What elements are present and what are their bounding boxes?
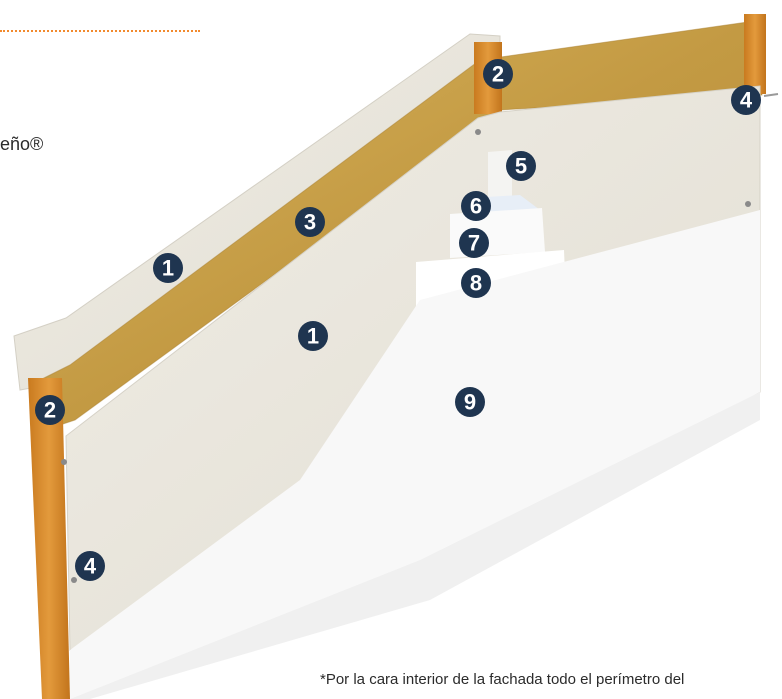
- screw-icon: [61, 459, 67, 465]
- label-number: 9: [464, 390, 476, 415]
- label-number: 2: [492, 62, 504, 87]
- label-number: 6: [470, 194, 482, 219]
- label-number: 8: [470, 271, 482, 296]
- label-number: 5: [515, 154, 527, 179]
- screw-icon: [475, 129, 481, 135]
- label-number: 4: [84, 554, 97, 579]
- label-badge-5: 5: [506, 151, 536, 181]
- label-badge-4a: 4: [731, 85, 761, 115]
- orange-dotted-rule: [0, 30, 200, 32]
- screw-icon: [71, 577, 77, 583]
- label-badge-4b: 4: [75, 551, 105, 581]
- right-edge-timber: [744, 14, 766, 94]
- insulation-layer: [40, 20, 762, 430]
- white-finish-layer: [70, 210, 760, 699]
- label-badge-7: 7: [459, 228, 489, 258]
- left-timber-stud: [28, 378, 70, 699]
- label-number: 3: [304, 210, 316, 235]
- label-badge-1b: 1: [298, 321, 328, 351]
- label-number: 4: [740, 88, 753, 113]
- product-name-fragment: eño®: [0, 134, 44, 154]
- label-badge-2a: 2: [483, 59, 513, 89]
- screw-icon: [745, 201, 751, 207]
- label-badge-6: 6: [461, 191, 491, 221]
- label-badge-1a: 1: [153, 253, 183, 283]
- label-number: 1: [307, 324, 319, 349]
- label-number: 1: [162, 256, 174, 281]
- label-number: 2: [44, 398, 56, 423]
- footnote-text: *Por la cara interior de la fachada todo…: [320, 671, 685, 688]
- label-badge-8: 8: [461, 268, 491, 298]
- label-badge-3: 3: [295, 207, 325, 237]
- screw-tip-icon: [763, 93, 779, 97]
- membrane-layer-5: [488, 150, 512, 198]
- label-badge-9: 9: [455, 387, 485, 417]
- label-number: 7: [468, 231, 480, 256]
- label-badge-2b: 2: [35, 395, 65, 425]
